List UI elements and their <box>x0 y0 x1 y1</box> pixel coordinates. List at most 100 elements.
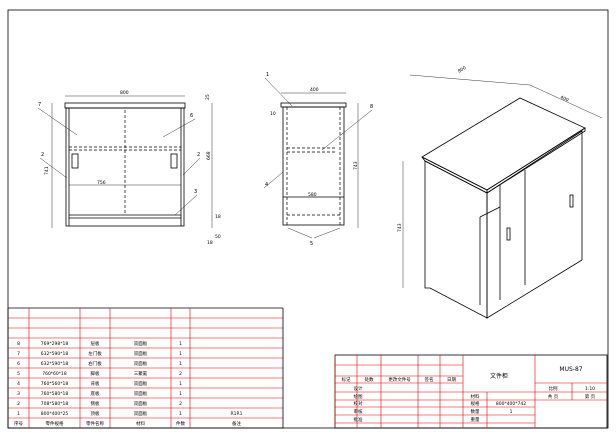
table-row: 2 708*580*18 侧板 双面板 2 <box>17 400 182 407</box>
table-row: 7 632*590*18 左门板 双面板 1 <box>17 350 182 357</box>
table-cell: 4 <box>17 381 20 387</box>
rev-header: 处数 <box>365 376 374 383</box>
weight-label: 重量 <box>471 416 480 423</box>
table-cell: 8 <box>17 341 20 347</box>
dim-base: 50 <box>215 234 221 240</box>
right-door-handle <box>170 153 178 169</box>
iso-handle-left <box>506 227 511 241</box>
table-cell: 背板 <box>91 380 100 387</box>
table-row: 1 800*400*25 顶板 双面板 1 R1R1 <box>17 410 243 417</box>
isometric-view: 800 400 743 <box>397 65 603 319</box>
table-cell: 三聚氰 <box>134 370 148 377</box>
rev-header: 日期 <box>447 377 456 383</box>
callout-2-left: 2 <box>41 152 44 158</box>
table-cell: 760*60*18 <box>42 371 67 377</box>
table-cell: 632*590*18 <box>41 351 69 357</box>
rev-header: 更改文件号 <box>388 376 411 383</box>
table-cell: 3 <box>17 391 20 397</box>
table-row: 6 632*590*18 右门板 双面板 1 <box>17 360 182 367</box>
table-cell: 2 <box>17 401 20 407</box>
table-header: 件数 <box>176 420 185 427</box>
table-cell: 7 <box>17 351 20 357</box>
dim-bottom: 18 <box>215 214 221 220</box>
left-door-handle <box>71 153 79 169</box>
table-cell: 769*298*18 <box>41 341 69 347</box>
callout-8: 8 <box>370 104 373 110</box>
table-cell: 右门板 <box>88 360 102 367</box>
table-cell: 1 <box>17 411 20 417</box>
table-row: 4 760*560*18 背板 双面板 1 <box>17 380 182 387</box>
drawing-code: MUS-87 <box>559 366 582 373</box>
role-label: 绘图 <box>354 393 363 400</box>
table-cell: 1 <box>179 391 182 397</box>
dim-offset: 10 <box>270 111 276 117</box>
callout-6: 6 <box>190 113 193 119</box>
iso-handle-right <box>569 194 574 208</box>
table-cell: 侧板 <box>91 400 100 407</box>
role-label: 审核 <box>354 408 363 415</box>
iso-dim-depth: 400 <box>559 94 569 103</box>
table-cell: 1 <box>179 381 182 387</box>
table-cell: 800*400*25 <box>41 411 69 417</box>
table-cell: 1 <box>179 361 182 367</box>
table-cell: 双面板 <box>134 390 148 397</box>
table-cell: 底板 <box>91 390 100 397</box>
table-cell: 2 <box>179 401 182 407</box>
dim-inner-d: 580 <box>308 192 317 198</box>
table-header: 零件名称 <box>86 420 104 427</box>
iso-dim-width: 800 <box>457 65 468 75</box>
table-cell: 双面板 <box>134 360 148 367</box>
table-cell: 6 <box>17 361 20 367</box>
qty-label: 数量 <box>471 408 480 415</box>
table-cell: 632*590*18 <box>41 361 69 367</box>
callout-1: 1 <box>266 72 269 78</box>
role-label: 校对 <box>354 400 363 407</box>
role-label: 设计 <box>354 385 363 392</box>
table-cell: 708*580*18 <box>41 401 69 407</box>
table-cell: 双面板 <box>134 410 148 417</box>
table-header: 序号 <box>14 420 23 427</box>
role-label: 批准 <box>354 416 363 423</box>
table-cell: 双面板 <box>134 350 148 357</box>
iso-dim-height: 743 <box>397 223 403 232</box>
table-cell: 760*580*18 <box>41 391 69 397</box>
material-label: 材料 <box>471 393 480 400</box>
table-header: 材料 <box>136 420 145 427</box>
table-cell: 760*560*18 <box>41 381 69 387</box>
dim-top: 25 <box>205 94 211 100</box>
drawing-name: 文件柜 <box>490 372 508 380</box>
dim-plinth: 18 <box>207 240 213 246</box>
table-row: 3 760*580*18 底板 双面板 1 <box>17 390 182 397</box>
dim-height: 741 <box>44 166 50 175</box>
table-cell: 5 <box>17 371 20 377</box>
qty-value: 1 <box>510 409 513 415</box>
dim-inner-h: 668 <box>206 151 212 160</box>
page-number: 第 页 <box>585 393 596 400</box>
table-cell: 1 <box>179 341 182 347</box>
total-pages: 共 页 <box>548 393 559 400</box>
spec-value: 800*400*742 <box>496 401 526 407</box>
callout-7: 7 <box>38 102 41 108</box>
callout-5: 5 <box>310 241 313 247</box>
callout-4: 4 <box>265 182 268 188</box>
table-cell: 左门板 <box>88 350 102 357</box>
table-cell: 双面板 <box>134 400 148 407</box>
table-cell: 双面板 <box>134 380 148 387</box>
table-cell: 2 <box>179 371 182 377</box>
front-view: 800 741 668 25 18 50 18 756 7 6 2 2 3 <box>37 90 221 246</box>
callout-2-right: 2 <box>197 152 200 158</box>
scale-value: 1:10 <box>585 386 595 392</box>
table-cell: 顶板 <box>91 410 100 417</box>
table-cell: 双面板 <box>134 340 148 347</box>
rev-header: 标记 <box>342 376 351 383</box>
table-cell: 1 <box>179 351 182 357</box>
table-cell: 1 <box>179 411 182 417</box>
callout-3: 3 <box>194 189 197 195</box>
table-cell: R1R1 <box>231 411 243 417</box>
dim-width: 800 <box>120 90 129 96</box>
